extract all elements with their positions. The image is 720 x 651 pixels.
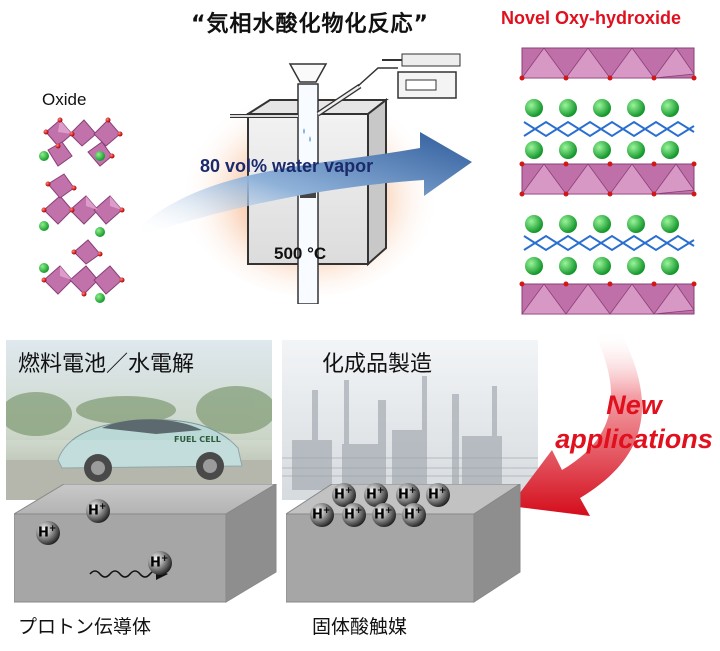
proton-conductor-caption: プロトン伝導体: [18, 616, 152, 638]
proton-label: H+: [398, 486, 417, 503]
novel-oxyhydroxide-title: Novel Oxy-hydroxide: [500, 8, 682, 28]
chemical-production-title: 化成品製造: [322, 352, 433, 377]
proton-label: H+: [374, 506, 393, 523]
hydroxide-layer: [523, 234, 695, 252]
proton-label: H+: [428, 486, 447, 503]
reaction-title: “気相水酸化物化反応”: [191, 12, 429, 37]
new-applications-line2: applications: [555, 424, 713, 454]
proton-label: H+: [344, 506, 363, 523]
proton-label: H+: [334, 486, 353, 503]
octahedral-layer: [521, 47, 695, 79]
furnace-apparatus-illustration: [140, 53, 472, 304]
proton-conductor-block: [14, 484, 277, 603]
new-applications-arrow: [510, 330, 643, 516]
solid-acid-catalyst-caption: 固体酸触媒: [312, 616, 408, 638]
fuel-cell-car-photo: FUEL CELL 燃料電池／水電解: [6, 340, 272, 500]
car-badge-text: FUEL CELL: [174, 435, 221, 444]
proton-label: H+: [88, 502, 107, 519]
new-applications-line1: New: [606, 390, 662, 420]
new-applications-label: New applications: [548, 388, 720, 456]
oxide-label: Oxide: [42, 90, 87, 109]
chemical-plant-photo: 化成品製造: [282, 340, 538, 500]
temperature-label: 500 °C: [274, 244, 327, 263]
hydroxide-layer: [523, 120, 695, 138]
oxyhydroxide-structure-illustration: [519, 47, 697, 315]
proton-label: H+: [404, 506, 423, 523]
proton-label: H+: [312, 506, 331, 523]
fuel-cell-title: 燃料電池／水電解: [18, 352, 195, 377]
octahedral-layer: [521, 163, 695, 195]
solid-acid-catalyst-block: [286, 484, 521, 603]
proton-label: H+: [366, 486, 385, 503]
octahedral-layer: [521, 283, 695, 315]
proton-label: H+: [150, 554, 169, 571]
proton-label: H+: [38, 524, 57, 541]
oxide-structure-illustration: [39, 117, 125, 303]
water-vapor-label: 80 vol% water vapor: [200, 156, 374, 176]
